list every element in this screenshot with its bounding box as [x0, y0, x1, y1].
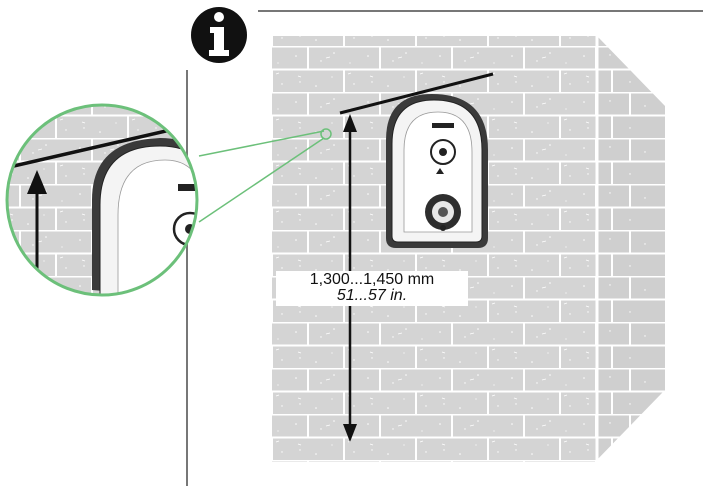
- height-metric: 1,300...1,450 mm: [309, 271, 435, 288]
- charging-station: [386, 94, 488, 248]
- status-indicator: [436, 168, 444, 174]
- brick-wall: [272, 36, 667, 486]
- info-icon: [191, 7, 247, 63]
- height-dimension-label: 1,300...1,450 mm 51...57 in.: [276, 271, 468, 306]
- magnifier-target: [320, 128, 332, 140]
- height-imperial: 51...57 in.: [336, 287, 408, 304]
- brand-logo: [432, 123, 454, 128]
- reference-line: [339, 72, 494, 115]
